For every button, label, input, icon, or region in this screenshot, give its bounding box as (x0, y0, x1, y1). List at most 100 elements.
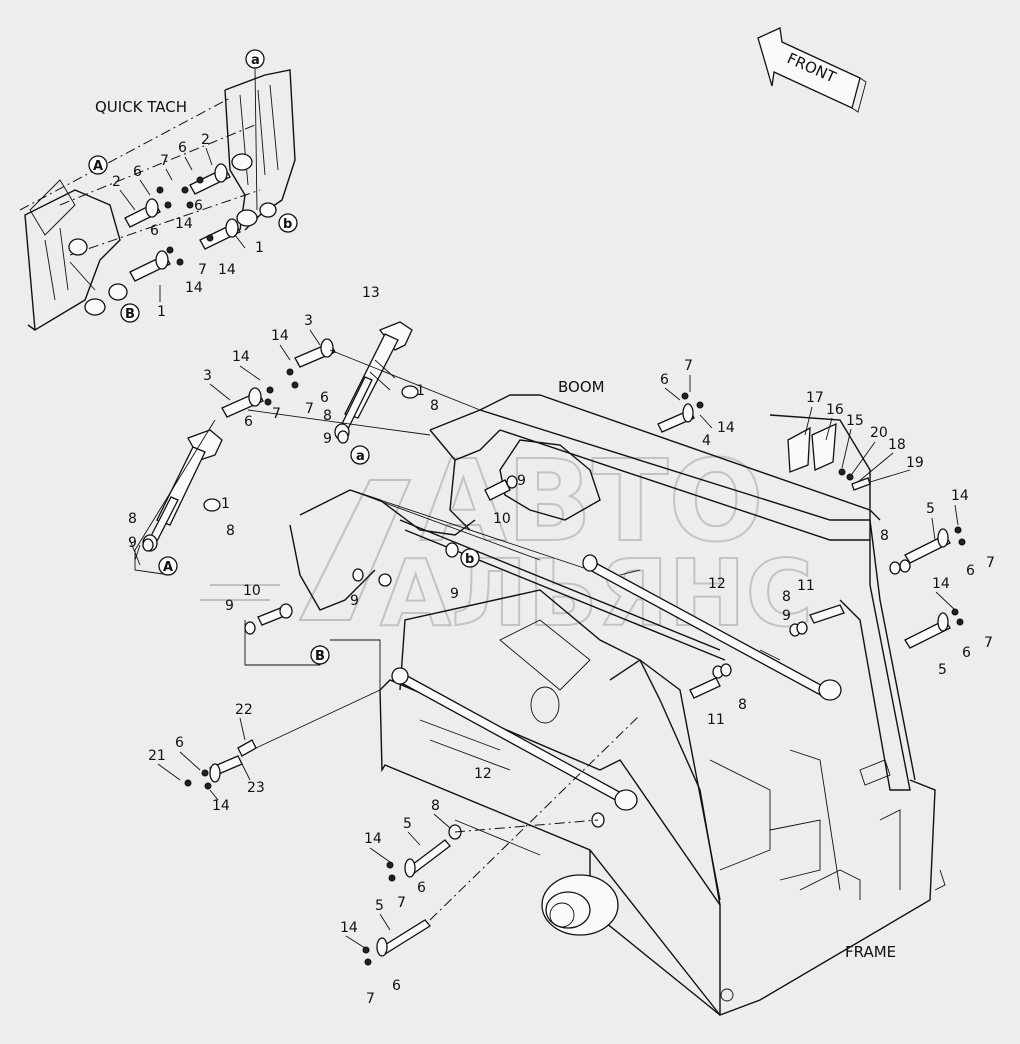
label-9: 9 (323, 431, 332, 447)
label-5: 5 (375, 898, 384, 914)
label-14: 14 (364, 831, 382, 847)
callout-b-top: b (278, 213, 298, 233)
label-6: 6 (392, 978, 401, 994)
label-9: 9 (517, 473, 526, 489)
label-14: 14 (951, 488, 969, 504)
label-3: 3 (304, 313, 313, 329)
label-9: 9 (782, 608, 791, 624)
leader-lines (119, 147, 959, 949)
label-8: 8 (880, 528, 889, 544)
label-7: 7 (305, 401, 314, 417)
label-8: 8 (430, 398, 439, 414)
svg-text:B: B (125, 307, 135, 322)
label-15: 15 (846, 413, 864, 429)
frame-pins (247, 349, 966, 966)
label-7: 7 (984, 635, 993, 651)
label-8: 8 (226, 523, 235, 539)
label-11: 11 (797, 578, 815, 594)
label-2: 2 (201, 132, 210, 148)
label-6: 6 (133, 164, 142, 180)
label-18: 18 (888, 437, 906, 453)
label-14: 14 (212, 798, 230, 814)
boom-title: BOOM (558, 378, 605, 396)
label-21: 21 (148, 748, 166, 764)
label-1: 1 (255, 240, 264, 256)
label-1: 1 (221, 496, 230, 512)
label-8: 8 (128, 511, 137, 527)
part-number-labels: 2 6 7 6 2 14 6 6 7 14 1 14 1 13 3 14 14 … (112, 132, 995, 1007)
watermark-line-2: АЛЬЯНС (380, 540, 813, 647)
label-5: 5 (926, 501, 935, 517)
label-10: 10 (493, 511, 511, 527)
label-9: 9 (350, 593, 359, 609)
label-8: 8 (738, 697, 747, 713)
callout-a-top: a (245, 49, 265, 69)
callout-b-boom: b (460, 548, 480, 568)
label-6: 6 (175, 735, 184, 751)
label-6: 6 (966, 563, 975, 579)
pins-3 (134, 338, 336, 576)
label-10: 10 (243, 583, 261, 599)
label-6: 6 (178, 140, 187, 156)
svg-text:a: a (356, 449, 365, 464)
label-17: 17 (806, 390, 824, 406)
label-1: 1 (416, 383, 425, 399)
svg-text:B: B (315, 649, 325, 664)
label-6: 6 (660, 372, 669, 388)
label-19: 19 (906, 455, 924, 471)
label-14: 14 (185, 280, 203, 296)
label-9: 9 (450, 586, 459, 602)
label-13: 13 (362, 285, 380, 301)
callout-markers: A B a b a A b B (88, 49, 480, 665)
quick-tach-assembly: QUICK TACH (19, 67, 296, 332)
label-7: 7 (397, 895, 406, 911)
label-14: 14 (218, 262, 236, 278)
svg-text:A: A (93, 159, 103, 174)
label-16: 16 (826, 402, 844, 418)
callout-B-boom: B (310, 645, 330, 665)
label-14: 14 (717, 420, 735, 436)
label-1: 1 (157, 304, 166, 320)
label-7: 7 (366, 991, 375, 1007)
label-3: 3 (203, 368, 212, 384)
pin-23-assembly (184, 689, 381, 790)
watermark-logo (200, 479, 412, 621)
svg-text:b: b (465, 552, 474, 567)
label-14: 14 (340, 920, 358, 936)
label-11: 11 (707, 712, 725, 728)
label-5: 5 (403, 816, 412, 832)
quick-tach-pins (68, 153, 277, 316)
callout-A-top: A (88, 155, 108, 175)
svg-text:A: A (163, 560, 173, 575)
label-12: 12 (708, 576, 726, 592)
label-2: 2 (112, 174, 121, 190)
label-20: 20 (870, 425, 888, 441)
label-7: 7 (986, 555, 995, 571)
label-23: 23 (247, 780, 265, 796)
label-14: 14 (271, 328, 289, 344)
callout-B-top: B (120, 303, 140, 323)
label-14: 14 (175, 216, 193, 232)
label-6: 6 (417, 880, 426, 896)
label-7: 7 (160, 153, 169, 169)
label-5: 5 (938, 662, 947, 678)
label-14: 14 (232, 349, 250, 365)
label-6: 6 (150, 223, 159, 239)
label-9: 9 (128, 535, 137, 551)
watermark-line-1: АВТО (420, 437, 764, 567)
label-7: 7 (272, 406, 281, 422)
boom-structure: BOOM (142, 378, 916, 791)
label-7: 7 (198, 262, 207, 278)
label-4: 4 (702, 433, 711, 449)
svg-text:b: b (283, 217, 292, 232)
frame-structure: FRAME (379, 589, 946, 1017)
label-6: 6 (244, 414, 253, 430)
front-arrow: FRONT (757, 27, 867, 113)
label-8: 8 (431, 798, 440, 814)
svg-text:a: a (251, 53, 260, 68)
label-6: 6 (962, 645, 971, 661)
callout-a-boom: a (350, 445, 370, 465)
callout-A-boom: A (158, 556, 178, 576)
